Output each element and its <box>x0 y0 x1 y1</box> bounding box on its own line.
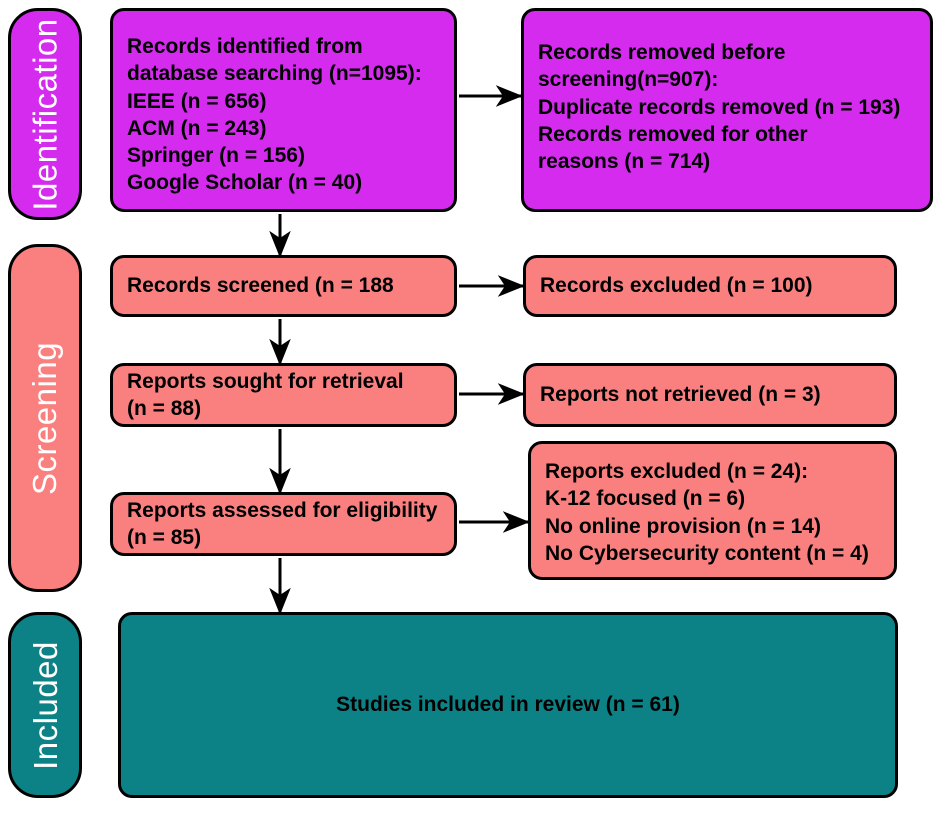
stage-pill-included: Included <box>8 612 82 798</box>
node-reports-not-retrieved-text: Reports not retrieved (n = 3) <box>540 383 821 407</box>
node-reports-assessed-text: Reports assessed for eligibility (n = 85… <box>127 498 438 549</box>
node-records-screened: Records screened (n = 188 <box>110 255 457 317</box>
node-records-screened-text: Records screened (n = 188 <box>127 274 394 298</box>
node-records-removed: Records removed before screening(n=907):… <box>521 8 933 212</box>
node-reports-assessed: Reports assessed for eligibility (n = 85… <box>110 492 457 556</box>
node-reports-excluded-text: Reports excluded (n = 24): K-12 focused … <box>545 460 869 565</box>
node-records-removed-text: Records removed before screening(n=907):… <box>538 41 901 174</box>
stage-pill-screening: Screening <box>8 244 82 592</box>
node-records-identified: Records identified from database searchi… <box>110 8 457 212</box>
node-studies-included: Studies included in review (n = 61) <box>118 612 898 798</box>
stage-label-identification: Identification <box>26 17 64 211</box>
stage-pill-identification: Identification <box>8 8 82 220</box>
node-reports-excluded: Reports excluded (n = 24): K-12 focused … <box>528 441 897 580</box>
node-reports-not-retrieved: Reports not retrieved (n = 3) <box>523 363 897 427</box>
node-reports-sought: Reports sought for retrieval (n = 88) <box>110 363 457 427</box>
node-records-excluded-text: Records excluded (n = 100) <box>540 274 813 298</box>
node-records-excluded: Records excluded (n = 100) <box>523 255 897 317</box>
stage-label-included: Included <box>26 640 64 770</box>
node-records-identified-text: Records identified from database searchi… <box>127 35 422 195</box>
stage-label-screening: Screening <box>26 341 64 495</box>
node-reports-sought-text: Reports sought for retrieval (n = 88) <box>127 369 404 420</box>
node-studies-included-text: Studies included in review (n = 61) <box>336 693 680 717</box>
